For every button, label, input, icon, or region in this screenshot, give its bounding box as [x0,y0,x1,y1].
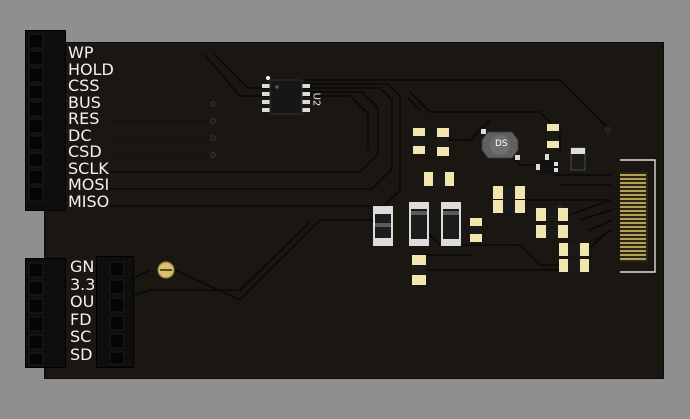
trace-highlights [110,103,212,156]
label-csd: CSD [68,142,102,161]
traces [109,54,613,301]
label-sc: SC [70,327,92,346]
label-sd: SD [70,344,93,363]
label-fd: FD [70,309,92,329]
label-miso: MISO [68,191,110,211]
smd-horizontal [424,172,589,272]
diodes [373,202,461,246]
label-css: CSS [68,76,100,95]
label-bus: BUS [68,92,101,112]
top-header-pins [28,33,44,202]
fpc-connector [620,159,656,273]
u2-chip-label: U2 [310,92,322,107]
label-sclk: SCLK [68,158,109,178]
bottom-header-labels: GND 3.3 OU FD SC SD [70,258,94,363]
smd-vertical [412,124,586,285]
label-3v3: 3.3 [70,274,94,294]
transistor [536,154,558,174]
label-hold: HOLD [68,59,114,79]
label-res: RES [68,109,100,128]
fpc-contacts [620,174,646,260]
buzzer-label: DS [495,139,508,149]
top-header-labels: WP HOLD CSS BUS RES DC CSD SCLK MOSI MIS… [68,43,114,211]
label-gnd: GND [70,258,94,276]
u2-chip [262,76,310,115]
label-dc: DC [68,125,92,145]
bottom-header-pins [28,261,125,366]
vias [210,101,611,211]
label-ou: OU [70,292,94,311]
label-wp: WP [68,43,94,62]
buzzer [481,129,520,160]
mounting-screw [157,261,175,279]
label-mosi: MOSI [68,175,110,194]
